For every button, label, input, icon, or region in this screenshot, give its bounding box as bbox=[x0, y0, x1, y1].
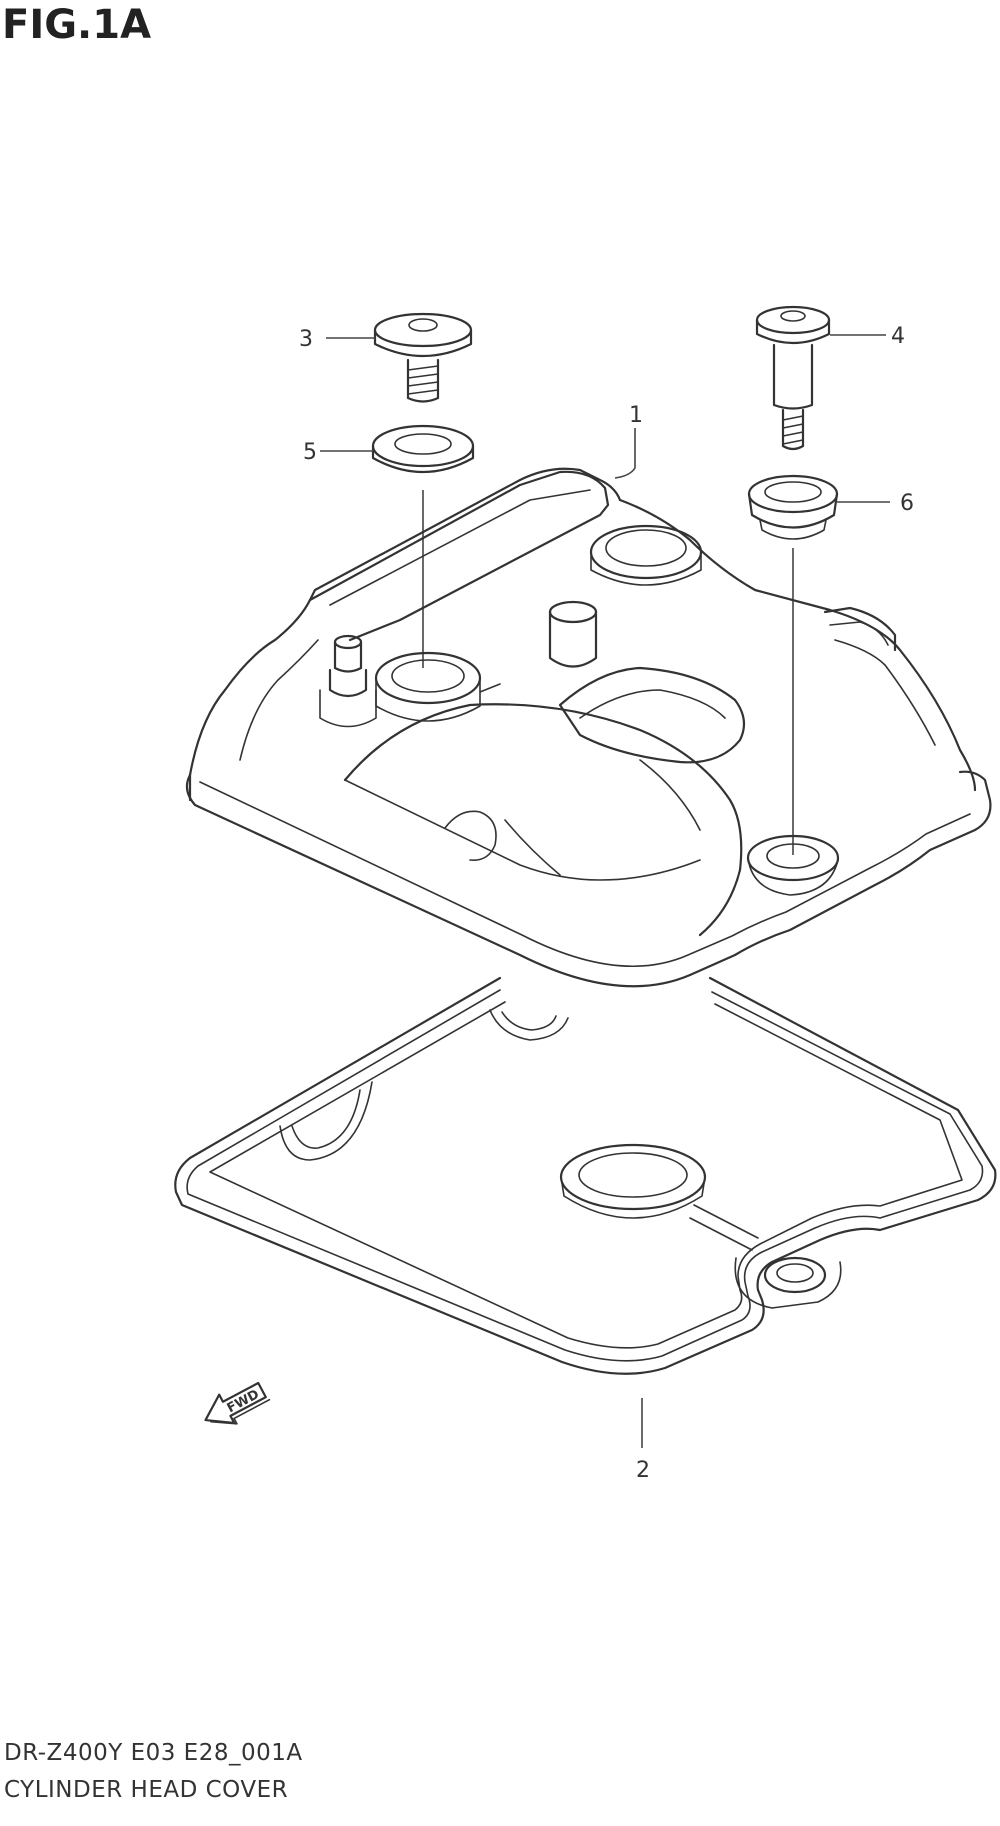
diagram-name: CYLINDER HEAD COVER bbox=[4, 1777, 289, 1803]
forward-direction-arrow-icon: FWD bbox=[204, 1381, 271, 1425]
cylinder-head-cover-part-1 bbox=[185, 467, 992, 988]
leader-line-part-1 bbox=[614, 428, 636, 479]
bolt-part-3 bbox=[373, 312, 473, 403]
figure-title: FIG.1A bbox=[2, 2, 152, 48]
grommet-part-6 bbox=[747, 474, 839, 540]
bolt-part-4 bbox=[755, 305, 831, 451]
gasket-part-2 bbox=[174, 976, 997, 1375]
callout-5: 5 bbox=[303, 440, 317, 465]
callout-6: 6 bbox=[900, 491, 914, 516]
washer-part-5 bbox=[371, 424, 475, 473]
diagram-code: DR-Z400Y E03 E28_001A bbox=[4, 1740, 303, 1766]
callout-3: 3 bbox=[299, 327, 313, 352]
callout-2: 2 bbox=[636, 1458, 650, 1483]
callout-4: 4 bbox=[891, 324, 905, 349]
callout-1: 1 bbox=[629, 403, 643, 428]
